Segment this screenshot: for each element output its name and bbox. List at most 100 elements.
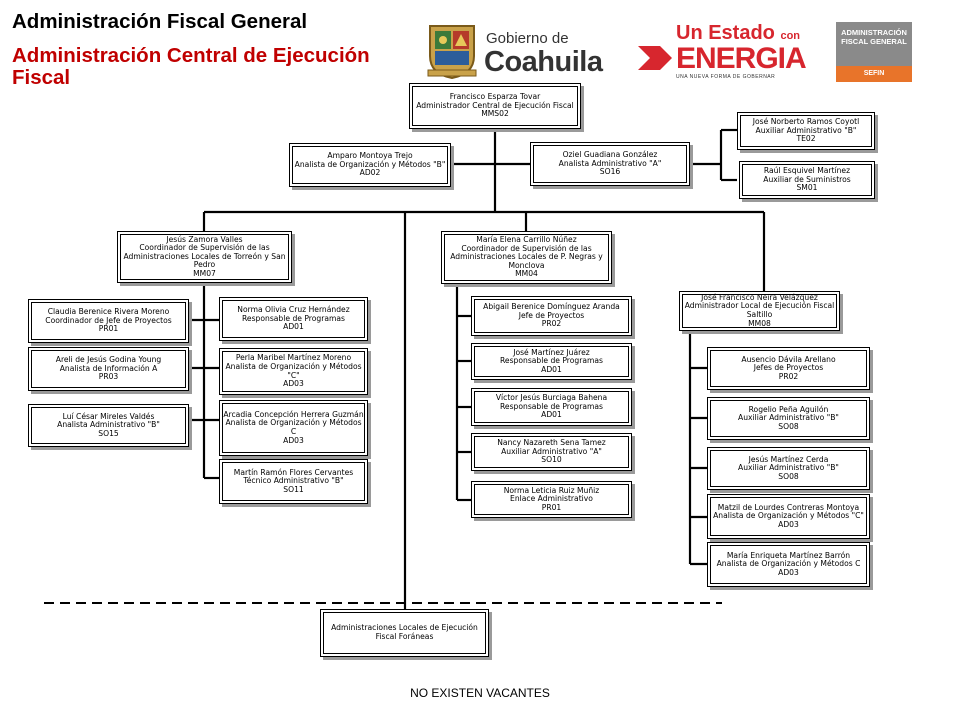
page-subtitle: Administración Central de Ejecución Fisc… bbox=[12, 45, 370, 89]
energia-top-text: Un Estado con bbox=[676, 22, 801, 44]
node-name: Jesús Martínez Cerda bbox=[748, 454, 829, 464]
node-role: Administraciones Locales de Ejecución Fi… bbox=[331, 623, 478, 641]
node-role: Analista de Organización y Métodos C bbox=[225, 418, 362, 436]
node-name: Rogelio Peña Aguilón bbox=[748, 404, 829, 414]
org-node-coord-torreon: Jesús Zamora Valles Coordinador de Super… bbox=[117, 231, 292, 283]
node-code: PR02 bbox=[541, 319, 562, 329]
energia-tagline: UNA NUEVA FORMA DE GOBERNAR bbox=[676, 74, 776, 80]
node-name: José Norberto Ramos Coyotl bbox=[752, 117, 860, 127]
org-node-negras-2: José Martínez Juárez Responsable de Prog… bbox=[471, 343, 632, 380]
node-role: Analista de Organización y Métodos C bbox=[716, 559, 861, 569]
energia-arrow-icon bbox=[638, 46, 672, 70]
node-code: SM01 bbox=[796, 183, 818, 193]
node-code: MMS02 bbox=[481, 109, 509, 119]
org-node-torreon-right-1: Norma Olivia Cruz Hernández Responsable … bbox=[219, 297, 368, 341]
node-name: Areli de Jesús Godina Young bbox=[55, 355, 162, 365]
coahuila-logo-text: Coahuila bbox=[484, 46, 603, 78]
node-name: Víctor Jesús Burciaga Bahena bbox=[495, 393, 608, 403]
node-name: Nancy Nazareth Sena Tamez bbox=[497, 438, 606, 448]
org-node-right-sub2: Raúl Esquivel Martínez Auxiliar de Sumin… bbox=[739, 161, 875, 199]
org-node-saltillo-3: Jesús Martínez Cerda Auxiliar Administra… bbox=[707, 447, 870, 490]
node-name: Claudia Berenice Rivera Moreno bbox=[47, 307, 170, 317]
node-role: Auxiliar Administrativo "B" bbox=[738, 413, 839, 423]
node-role: Auxiliar Administrativo "A" bbox=[501, 446, 602, 456]
node-code: AD03 bbox=[283, 435, 304, 445]
gobierno-coahuila-logo: Gobierno de Coahuila bbox=[424, 22, 616, 82]
node-role: Jefes de Proyectos bbox=[753, 363, 824, 373]
node-name: José Martínez Juárez bbox=[513, 347, 590, 357]
node-code: SO08 bbox=[778, 471, 799, 481]
org-node-torreon-left-3: Luí César Mireles Valdés Analista Admini… bbox=[28, 404, 189, 447]
page-subtitle-line1: Administración Central de Ejecución bbox=[12, 44, 370, 67]
vacancies-note: NO EXISTEN VACANTES bbox=[410, 686, 550, 700]
node-name: Raúl Esquivel Martínez bbox=[763, 166, 851, 176]
org-node-torreon-left-1: Claudia Berenice Rivera Moreno Coordinad… bbox=[28, 299, 189, 343]
org-node-analyst-left: Amparo Montoya Trejo Analista de Organiz… bbox=[289, 143, 451, 187]
node-code: AD03 bbox=[283, 379, 304, 389]
node-code: PR01 bbox=[98, 324, 119, 334]
node-role: Responsable de Programas bbox=[241, 313, 346, 323]
org-node-saltillo-2: Rogelio Peña Aguilón Auxiliar Administra… bbox=[707, 397, 870, 440]
node-code: AD02 bbox=[359, 168, 381, 178]
node-name: Norma Olivia Cruz Hernández bbox=[237, 305, 350, 315]
node-role: Coordinador de Supervisión de las Admini… bbox=[450, 243, 603, 270]
org-node-negras-3: Víctor Jesús Burciaga Bahena Responsable… bbox=[471, 388, 632, 426]
node-role: Coordinador de Jefe de Proyectos bbox=[45, 315, 172, 325]
node-name: José Francisco Neira Velázquez bbox=[701, 292, 818, 302]
node-name: Amparo Montoya Trejo bbox=[327, 151, 413, 161]
node-code: SO11 bbox=[283, 484, 304, 494]
node-role: Analista Administrativo "B" bbox=[57, 420, 160, 430]
node-role: Jefe de Proyectos bbox=[518, 310, 585, 320]
org-node-torreon-left-2: Areli de Jesús Godina Young Analista de … bbox=[28, 347, 189, 391]
node-code: MM08 bbox=[748, 318, 771, 328]
node-code: PR01 bbox=[541, 502, 562, 512]
node-name: Luí César Mireles Valdés bbox=[62, 411, 155, 421]
node-role: Analista de Organización y Métodos "C" bbox=[225, 361, 362, 380]
node-name: Norma Leticia Ruiz Muñiz bbox=[503, 485, 600, 495]
node-name: Oziel Guadiana González bbox=[562, 150, 658, 160]
org-node-saltillo-1: Ausencio Dávila Arellano Jefes de Proyec… bbox=[707, 347, 870, 390]
node-role: Enlace Administrativo bbox=[510, 494, 593, 504]
node-code: SO15 bbox=[98, 428, 119, 438]
node-code: SO10 bbox=[541, 455, 562, 465]
estado-energia-logo: Un Estado con ENERGIA UNA NUEVA FORMA DE… bbox=[636, 22, 812, 84]
node-role: Analista de Información A bbox=[59, 363, 158, 373]
node-role: Responsable de Programas bbox=[499, 401, 604, 411]
node-role: Administrador Central de Ejecución Fisca… bbox=[416, 100, 574, 110]
org-node-coord-negras: María Elena Carrillo Núñez Coordinador d… bbox=[441, 231, 612, 284]
node-code: PR02 bbox=[778, 371, 799, 381]
org-node-negras-4: Nancy Nazareth Sena Tamez Auxiliar Admin… bbox=[471, 433, 632, 471]
node-name: Ausencio Dávila Arellano bbox=[741, 354, 836, 364]
node-role: Responsable de Programas bbox=[499, 356, 604, 366]
node-code: AD01 bbox=[541, 364, 562, 374]
node-code: TE02 bbox=[796, 134, 816, 144]
node-role: Coordinador de Supervisión de las Admini… bbox=[123, 243, 286, 270]
node-role: Auxiliar de Suministros bbox=[763, 174, 851, 184]
coahuila-logo-small-text: Gobierno de bbox=[486, 30, 569, 47]
node-name: Arcadia Concepción Herrera Guzmán bbox=[223, 409, 364, 419]
node-role: Administrador Local de Ejecución Fiscal … bbox=[684, 301, 835, 319]
node-role: Auxiliar Administrativo "B" bbox=[755, 125, 857, 135]
page-subtitle-line2: Fiscal bbox=[12, 66, 71, 89]
node-role: Analista de Organización y Métodos "C" bbox=[713, 511, 864, 521]
org-node-torreon-right-3: Arcadia Concepción Herrera Guzmán Analis… bbox=[219, 400, 368, 456]
node-code: AD03 bbox=[778, 519, 799, 529]
node-name: María Elena Carrillo Núñez bbox=[476, 235, 577, 245]
org-node-torreon-right-4: Martín Ramón Flores Cervantes Técnico Ad… bbox=[219, 459, 368, 504]
org-node-analyst-right: Oziel Guadiana González Analista Adminis… bbox=[530, 142, 690, 186]
org-node-head: Francisco Esparza Tovar Administrador Ce… bbox=[409, 83, 581, 129]
sefin-label: SEFIN bbox=[836, 66, 912, 82]
node-code: PR03 bbox=[98, 372, 119, 382]
node-code: AD03 bbox=[778, 567, 799, 577]
node-code: SO08 bbox=[778, 421, 799, 431]
node-code: AD01 bbox=[541, 410, 562, 420]
node-role: Analista de Organización y Métodos "B" bbox=[294, 159, 446, 169]
node-code: SO16 bbox=[599, 167, 621, 177]
energia-main-text: ENERGIA bbox=[676, 42, 807, 75]
org-node-saltillo-4: Matzil de Lourdes Contreras Montoya Anal… bbox=[707, 494, 870, 539]
afg-logo-text: ADMINISTRACIÓN FISCAL GENERAL bbox=[841, 28, 907, 46]
node-role: Auxiliar Administrativo "B" bbox=[738, 463, 839, 473]
node-name: Perla Maribel Martínez Moreno bbox=[235, 353, 352, 363]
node-name: Francisco Esparza Tovar bbox=[449, 92, 541, 102]
